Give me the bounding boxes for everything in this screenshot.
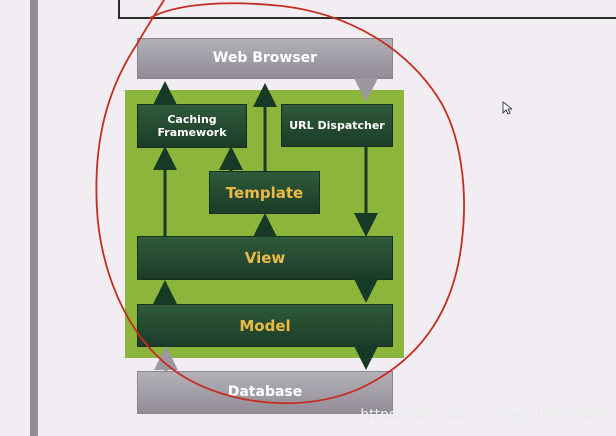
caching-framework-label: Caching Framework: [157, 112, 227, 139]
url-dispatcher-box: URL Dispatcher: [281, 104, 393, 147]
template-label: Template: [225, 183, 304, 202]
left-vertical-rail: [30, 0, 38, 436]
database-label: Database: [227, 384, 303, 401]
model-box: Model: [137, 304, 393, 347]
web-browser-label: Web Browser: [212, 50, 318, 67]
view-box: View: [137, 236, 393, 280]
database-box: Database: [137, 371, 393, 414]
watermark-text: https://blog.csdn.net/qq_42227818: [360, 407, 606, 423]
url-dispatcher-label: URL Dispatcher: [289, 118, 385, 132]
mouse-pointer-icon: [502, 101, 512, 115]
view-label: View: [244, 249, 286, 267]
model-label: Model: [239, 316, 291, 335]
web-browser-box: Web Browser: [137, 38, 393, 79]
caching-framework-box: Caching Framework: [137, 104, 247, 148]
template-box: Template: [209, 171, 320, 214]
